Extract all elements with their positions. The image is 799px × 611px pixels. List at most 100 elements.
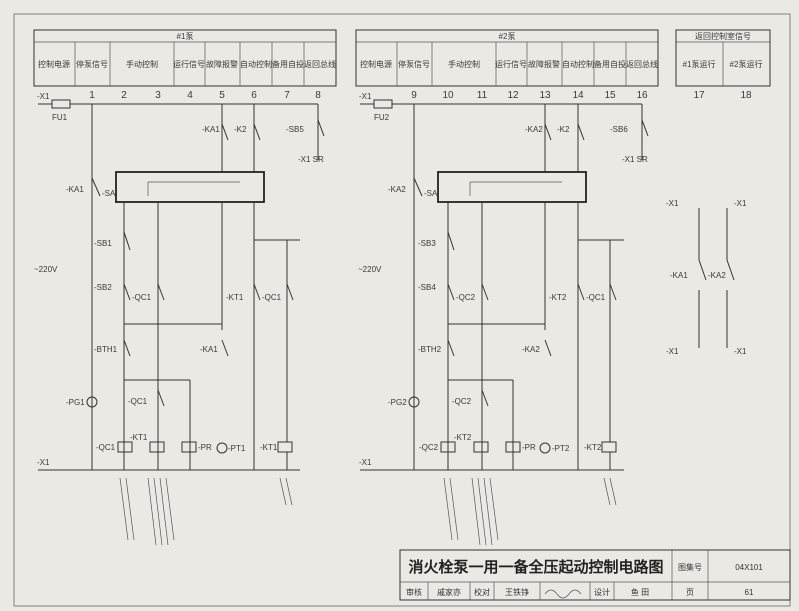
svg-text:-KA2: -KA2 bbox=[708, 271, 726, 280]
reviewer-name: 戚家亦 bbox=[437, 587, 461, 597]
design-label: 设计 bbox=[594, 587, 610, 597]
check-label: 校对 bbox=[474, 587, 490, 597]
svg-text:-KT1: -KT1 bbox=[130, 433, 148, 442]
review-label: 审核 bbox=[406, 587, 422, 597]
svg-text:-SA: -SA bbox=[424, 189, 438, 198]
svg-text:-SA: -SA bbox=[102, 189, 116, 198]
panel2-header-5: 故障报警 bbox=[528, 59, 560, 69]
svg-text:1: 1 bbox=[89, 90, 95, 101]
svg-text:-SB1: -SB1 bbox=[94, 239, 112, 248]
panel3-group-label: 返回控制室信号 bbox=[695, 31, 751, 41]
atlas-label: 图集号 bbox=[678, 562, 702, 572]
svg-text:-KT1: -KT1 bbox=[260, 443, 278, 452]
checker-name: 王铁铮 bbox=[505, 587, 529, 597]
svg-text:4: 4 bbox=[187, 90, 193, 101]
svg-text:-KT1: -KT1 bbox=[226, 293, 244, 302]
svg-text:-QC1: -QC1 bbox=[128, 397, 148, 406]
panel1-header-6: 自动控制 bbox=[240, 59, 272, 69]
svg-text:-KA1: -KA1 bbox=[202, 125, 220, 134]
svg-text:-X1: -X1 bbox=[666, 347, 679, 356]
panel1-coil-kt2 bbox=[277, 441, 293, 453]
panel3-circuit: -X1 -X1 -KA1 -KA2 -X1 -X1 bbox=[666, 199, 747, 356]
svg-text:13: 13 bbox=[539, 90, 551, 101]
panel2-header-1: 控制电源 bbox=[360, 59, 392, 69]
svg-text:10: 10 bbox=[442, 90, 454, 101]
panel2-column-numbers: 9 10 11 12 13 14 15 16 bbox=[411, 90, 648, 101]
svg-text:-X1: -X1 bbox=[734, 199, 747, 208]
panel2-selector-switch bbox=[437, 171, 587, 203]
svg-text:FU2: FU2 bbox=[374, 113, 390, 122]
svg-text:3: 3 bbox=[155, 90, 161, 101]
svg-text:16: 16 bbox=[636, 90, 648, 101]
svg-text:-X1: -X1 bbox=[37, 458, 50, 467]
svg-text:-QC1: -QC1 bbox=[96, 443, 116, 452]
svg-text:-PR: -PR bbox=[198, 443, 212, 452]
panel2-header: #2泵 控制电源 停泵信号 手动控制 运行信号 故障报警 自动控制 备用自投 返… bbox=[355, 29, 659, 87]
svg-text:12: 12 bbox=[507, 90, 519, 101]
panel1-header-7: 备用自投 bbox=[272, 59, 304, 69]
svg-text:-QC1: -QC1 bbox=[586, 293, 606, 302]
svg-text:-X1 SR: -X1 SR bbox=[298, 155, 324, 164]
checker-signature bbox=[544, 589, 582, 599]
panel2-labels: -X1 FU2 -KA2 -SA -SB3 -SB4 -QC2 -KT2 -QC… bbox=[358, 92, 648, 467]
svg-text:-X1: -X1 bbox=[37, 92, 50, 101]
svg-text:~220V: ~220V bbox=[34, 265, 58, 274]
svg-text:-KA1: -KA1 bbox=[200, 345, 218, 354]
svg-text:-SB3: -SB3 bbox=[418, 239, 436, 248]
designer-name: 鱼 田 bbox=[631, 587, 649, 597]
panel2-coil-kt bbox=[473, 441, 489, 453]
svg-text:-KA2: -KA2 bbox=[525, 125, 543, 134]
panel1-lamp-pt bbox=[216, 442, 228, 454]
panel1-column-numbers: 1 2 3 4 5 6 7 8 bbox=[89, 90, 321, 101]
panel2-coil-qc bbox=[440, 441, 456, 453]
svg-text:-PG2: -PG2 bbox=[388, 398, 407, 407]
panel2-header-7: 备用自投 bbox=[594, 59, 626, 69]
svg-text:-QC2: -QC2 bbox=[452, 397, 472, 406]
svg-text:-KT2: -KT2 bbox=[584, 443, 602, 452]
svg-text:8: 8 bbox=[315, 90, 321, 101]
panel2-lamp-pt bbox=[539, 442, 551, 454]
page-label: 页 bbox=[686, 588, 694, 597]
svg-text:9: 9 bbox=[411, 90, 417, 101]
svg-text:-X1: -X1 bbox=[734, 347, 747, 356]
panel2-header-6: 自动控制 bbox=[562, 59, 594, 69]
svg-text:FU1: FU1 bbox=[52, 113, 68, 122]
svg-text:6: 6 bbox=[251, 90, 257, 101]
svg-text:11: 11 bbox=[477, 90, 488, 101]
panel1-header-8: 返回总线 bbox=[304, 59, 336, 69]
drawing-title: 消火栓泵一用一备全压起动控制电路图 bbox=[408, 558, 663, 576]
panel1-header-4: 运行信号 bbox=[173, 59, 205, 69]
panel2-header-2: 停泵信号 bbox=[398, 59, 430, 69]
panel2-header-4: 运行信号 bbox=[495, 59, 527, 69]
panel1-circuit bbox=[38, 99, 325, 546]
svg-text:-KT2: -KT2 bbox=[549, 293, 567, 302]
svg-text:-QC1: -QC1 bbox=[262, 293, 282, 302]
panel2-lamp-pg bbox=[408, 396, 420, 408]
svg-text:2: 2 bbox=[121, 90, 127, 101]
svg-text:-PR: -PR bbox=[522, 443, 536, 452]
panel1-coil-kt bbox=[149, 441, 165, 453]
svg-text:-PG1: -PG1 bbox=[66, 398, 85, 407]
svg-text:-X1: -X1 bbox=[359, 458, 372, 467]
svg-text:7: 7 bbox=[284, 90, 290, 101]
title-block: 消火栓泵一用一备全压起动控制电路图 图集号 04X101 页 61 审核 戚家亦… bbox=[399, 549, 791, 601]
svg-text:-KA2: -KA2 bbox=[522, 345, 540, 354]
svg-text:-PT1: -PT1 bbox=[228, 444, 246, 453]
svg-text:-QC2: -QC2 bbox=[419, 443, 439, 452]
svg-text:-KA2: -KA2 bbox=[388, 185, 406, 194]
panel1-coil-pr bbox=[181, 441, 197, 453]
svg-text:~220V: ~220V bbox=[358, 265, 382, 274]
panel3-header-2: #2泵运行 bbox=[730, 59, 763, 69]
svg-text:-QC1: -QC1 bbox=[132, 293, 152, 302]
svg-text:5: 5 bbox=[219, 90, 225, 101]
svg-text:-BTH1: -BTH1 bbox=[94, 345, 118, 354]
panel1-selector-switch bbox=[115, 171, 265, 203]
svg-text:15: 15 bbox=[604, 90, 616, 101]
svg-text:-X1 SR: -X1 SR bbox=[622, 155, 648, 164]
svg-text:-SB6: -SB6 bbox=[610, 125, 628, 134]
svg-text:-K2: -K2 bbox=[234, 125, 247, 134]
svg-text:-SB5: -SB5 bbox=[286, 125, 304, 134]
panel1-header-3: 手动控制 bbox=[126, 59, 158, 69]
panel1-header-1: 控制电源 bbox=[38, 59, 70, 69]
